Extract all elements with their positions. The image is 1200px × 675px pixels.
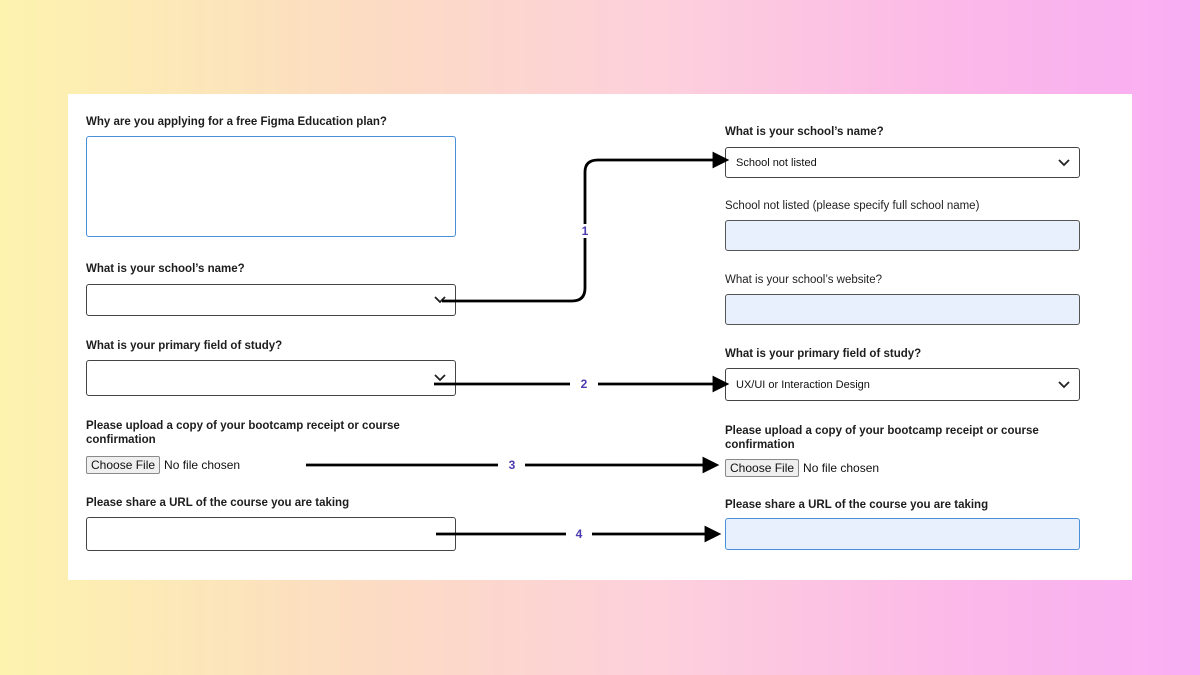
field-study-select-right[interactable]: UX/UI or Interaction Design [725,368,1080,401]
school-select-right[interactable]: School not listed [725,147,1080,178]
file-status-left: No file chosen [164,458,241,472]
choose-file-button-right[interactable]: Choose File [725,459,800,477]
arrow-label-2: 2 [580,377,588,391]
file-upload-right: Choose File No file chosen [725,459,879,477]
arrow-label-4: 4 [575,527,583,541]
label-upload-right: Please upload a copy of your bootcamp re… [725,425,1039,451]
label-upload-left: Please upload a copy of your bootcamp re… [86,420,400,446]
label-school-name-left: What is your school’s name? [86,263,245,275]
course-url-input-left[interactable] [86,517,456,551]
field-study-select-left[interactable] [86,360,456,396]
school-name-specify-input[interactable] [725,220,1080,251]
choose-file-button-left[interactable]: Choose File [86,456,161,474]
label-field-study-left: What is your primary field of study? [86,340,283,352]
label-school-name-right: What is your school’s name? [725,126,884,138]
label-why-applying: Why are you applying for a free Figma Ed… [86,116,387,128]
label-school-website: What is your school’s website? [725,274,883,286]
why-applying-textarea[interactable] [86,136,456,237]
label-course-url-right: Please share a URL of the course you are… [725,499,989,511]
label-field-study-right: What is your primary field of study? [725,348,922,360]
chevron-down-icon [434,296,446,304]
arrow-label-1: 1 [578,224,592,238]
arrow-label-3: 3 [508,458,516,472]
school-website-input[interactable] [725,294,1080,325]
file-status-right: No file chosen [803,461,880,475]
course-url-input-right[interactable] [725,518,1080,550]
label-school-specify: School not listed (please specify full s… [725,200,980,212]
field-study-select-value: UX/UI or Interaction Design [736,378,870,391]
label-course-url-left: Please share a URL of the course you are… [86,497,350,509]
school-select-value: School not listed [736,156,817,169]
chevron-down-icon [434,374,446,382]
file-upload-left: Choose File No file chosen [86,456,240,474]
chevron-down-icon [1058,380,1070,388]
school-select-left[interactable] [86,284,456,316]
chevron-down-icon [1058,158,1070,166]
